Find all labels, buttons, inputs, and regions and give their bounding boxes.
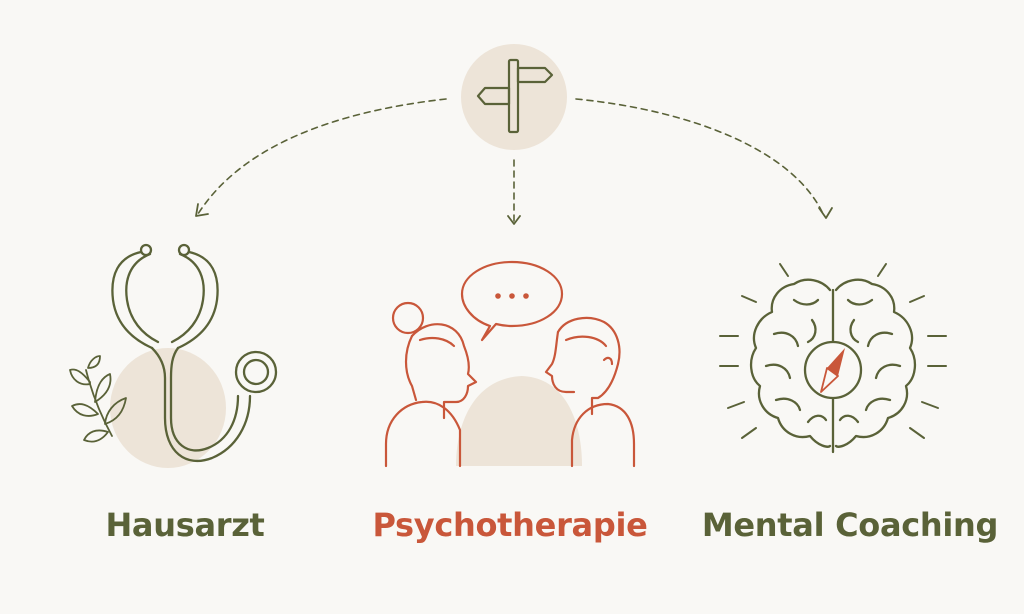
radiance-rays (719, 263, 947, 439)
speech-bubble-icon (460, 260, 564, 342)
stethoscope-icon (69, 243, 278, 468)
option-label-hausarzt: Hausarzt (105, 506, 265, 544)
conversation-icon (384, 260, 636, 468)
leaf-sprig (69, 355, 127, 443)
flow-arrows (197, 98, 825, 223)
arrow-to-hausarzt (197, 98, 447, 215)
arrow-to-coaching (575, 98, 825, 217)
brain-compass-icon (719, 263, 947, 454)
person-left (384, 301, 478, 468)
arrow-heads (195, 203, 833, 225)
person-right (544, 316, 636, 468)
option-label-mental-coaching: Mental Coaching (701, 506, 999, 544)
option-label-psychotherapie: Psychotherapie (372, 506, 648, 544)
compass-needle-icon (820, 348, 845, 393)
ellipsis-dots (495, 293, 529, 299)
signpost-icon (461, 44, 567, 150)
